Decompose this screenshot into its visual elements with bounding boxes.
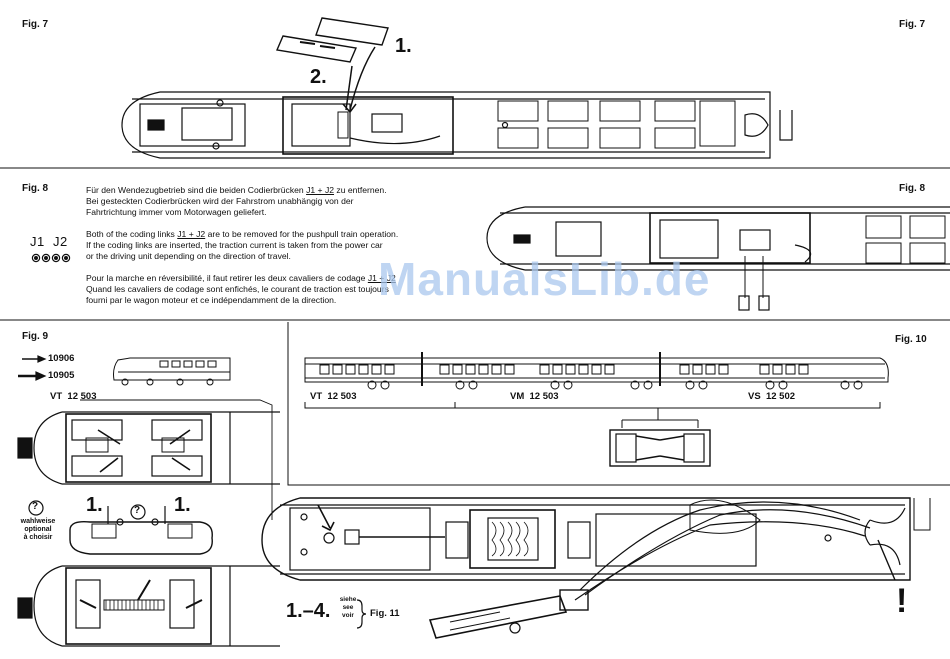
fig10-vt-label: VT 12 503 [310, 391, 357, 402]
optional-note: wahlweise optional à choisir [20, 518, 56, 541]
article-10906: 10906 [48, 353, 75, 364]
question-mark-1: ? [32, 501, 39, 512]
fig11-wires [574, 499, 896, 601]
question-icon-1 [28, 500, 44, 516]
brace-icon [356, 599, 367, 629]
fig8-text-fr: Pour la marche en réversibilité, il faut… [86, 273, 396, 305]
fig9-bogie-view-top [17, 411, 280, 485]
fig7-label-left: Fig. 7 [22, 19, 49, 30]
fig8-text-en: Both of the coding links J1 + J2 are to … [86, 229, 399, 261]
fig11-see-note: siehe see voir [339, 596, 357, 619]
fig8-car-drawing [486, 206, 950, 311]
question-mark-2: ? [134, 505, 141, 516]
fig8-text-de: Für den Wendezugbetrieb sind die beiden … [86, 185, 387, 217]
fig11-steps: 1.–4. [286, 600, 331, 622]
fig8-label-right: Fig. 8 [899, 183, 926, 194]
fig7-car-drawing [121, 91, 793, 159]
fig10-vs-label: VS 12 502 [748, 391, 796, 402]
watermark: ManualsLib.de [378, 253, 711, 305]
exclamation-icon: ! [896, 582, 908, 620]
fig10-label: Fig. 10 [895, 334, 927, 345]
coding-links-icon [31, 253, 71, 263]
fig10-coupling-detail [609, 429, 711, 467]
fig10-vm-label: VM 12 503 [510, 391, 559, 402]
fig9-step-1b: 1. [174, 494, 191, 516]
fig9-bogie-detail [69, 506, 213, 555]
fig7-decoder-boards [276, 17, 389, 114]
fig8-label-left: Fig. 8 [22, 183, 49, 194]
fig11-car-drawing [261, 497, 931, 581]
question-icon-2 [130, 504, 146, 520]
fig7-step-1: 1. [395, 35, 412, 57]
fig10-train-drawing [304, 352, 889, 428]
fig9-vt-label: VT 12 503 [50, 391, 97, 402]
coding-links-label: J1 J2 [30, 234, 68, 249]
fig9-motor-view [17, 565, 280, 647]
fig11-ref: Fig. 11 [370, 608, 400, 619]
fig9-step-1a: 1. [86, 494, 103, 516]
fig7-step-2: 2. [310, 66, 327, 88]
article-10905: 10905 [48, 370, 75, 381]
fig11-decoder-board [428, 589, 589, 639]
fig9-label: Fig. 9 [22, 331, 49, 342]
fig7-label-right: Fig. 7 [899, 19, 926, 30]
fig10-frame [287, 322, 950, 486]
fig9-train-side [113, 357, 231, 386]
